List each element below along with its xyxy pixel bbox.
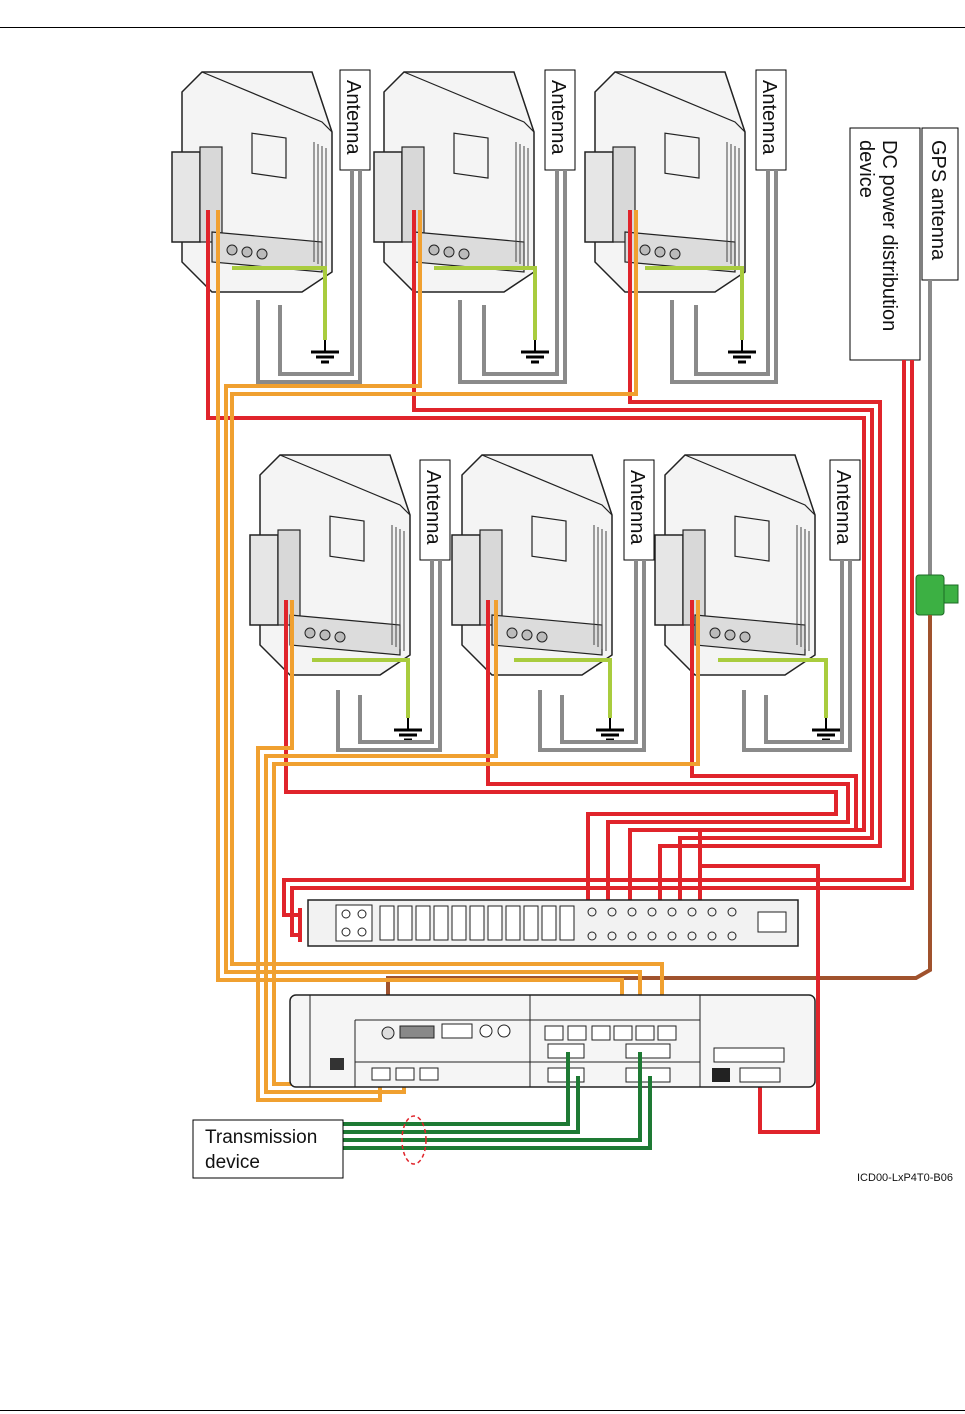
baseband-unit	[290, 995, 815, 1087]
transmission-device: Transmission device	[193, 1120, 343, 1178]
antenna-label: Antenna	[422, 470, 444, 545]
antenna-label: Antenna	[547, 80, 569, 155]
dc-power-distribution-device: DC power distribution device	[850, 128, 920, 360]
antenna-label: Antenna	[626, 470, 648, 545]
gps-surge-protector	[916, 575, 958, 615]
rru-lower-3: Antenna	[655, 455, 860, 750]
rru-lower-2: Antenna	[452, 455, 654, 750]
transmission-label-line2: device	[205, 1152, 260, 1173]
transmission-label-line1: Transmission	[205, 1127, 317, 1148]
power-distribution-unit	[308, 900, 798, 946]
rru-upper-3: Antenna	[585, 70, 786, 382]
gps-antenna: GPS antenna	[922, 128, 958, 280]
dc-power-label-line2: device	[855, 140, 877, 198]
dc-power-label-line1: DC power distribution	[878, 140, 900, 331]
antenna-label: Antenna	[832, 470, 854, 545]
rru-upper-1: Antenna	[172, 70, 370, 382]
rru-upper-2: Antenna	[374, 70, 575, 382]
antenna-label: Antenna	[342, 80, 364, 155]
gps-antenna-label: GPS antenna	[927, 140, 949, 261]
figure-code: ICD00-LxP4T0-B06	[857, 1172, 953, 1184]
rru-lower-1: Antenna	[250, 455, 450, 750]
antenna-label: Antenna	[758, 80, 780, 155]
